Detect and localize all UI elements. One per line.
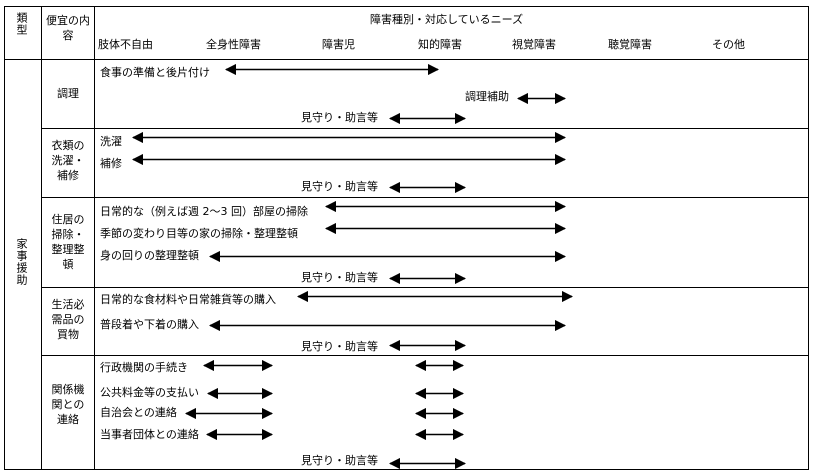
item-text: 補修 — [100, 157, 122, 170]
type-name: 家事援助 — [15, 238, 28, 286]
item-text: 普段着や下着の購入 — [100, 318, 199, 331]
column-header: その他 — [712, 38, 745, 51]
item-text: 自治会との連絡 — [100, 406, 177, 419]
item-text: 当事者団体との連絡 — [100, 428, 199, 441]
item-text: 食事の準備と後片付け — [100, 66, 210, 79]
column-header: 聴覚障害 — [608, 38, 652, 51]
column-header: 全身性障害 — [206, 38, 261, 51]
item-text: 見守り・助言等 — [301, 340, 378, 353]
column-header: 視覚障害 — [512, 38, 556, 51]
item-text: 季節の変わり目等の家の掃除・整理整頓 — [100, 227, 298, 240]
column-header: 知的障害 — [418, 38, 462, 51]
section-label: 住居の掃除・整理整頓 — [51, 213, 85, 271]
item-text: 日常的な食材料や日常雑貨等の購入 — [100, 293, 276, 306]
item-text: 調理補助 — [465, 90, 509, 103]
content-header: 便宜の内容 — [46, 14, 90, 42]
coverage-arrows — [131, 63, 574, 470]
item-text: 行政機関の手続き — [100, 361, 188, 374]
item-text: 見守り・助言等 — [301, 111, 378, 124]
type-header: 類型 — [15, 12, 28, 36]
column-header: 肢体不自由 — [98, 38, 153, 51]
item-text: 見守り・助言等 — [301, 180, 378, 193]
item-text: 洗濯 — [100, 135, 122, 148]
item-text: 日常的な（例えば週 2～3 回）部屋の掃除 — [100, 205, 308, 218]
needs-title: 障害種別・対応しているニーズ — [370, 13, 524, 26]
item-text: 身の回りの整理整頓 — [100, 249, 199, 262]
column-header: 障害児 — [322, 38, 355, 51]
item-text: 見守り・助言等 — [301, 271, 378, 284]
item-text: 公共料金等の支払い — [100, 386, 199, 399]
section-label: 衣類の洗濯・補修 — [51, 139, 85, 182]
section-label: 生活必需品の買物 — [51, 298, 85, 341]
section-label: 関係機関との連絡 — [51, 383, 85, 426]
item-text: 見守り・助言等 — [301, 454, 378, 467]
section-label: 調理 — [57, 87, 79, 100]
